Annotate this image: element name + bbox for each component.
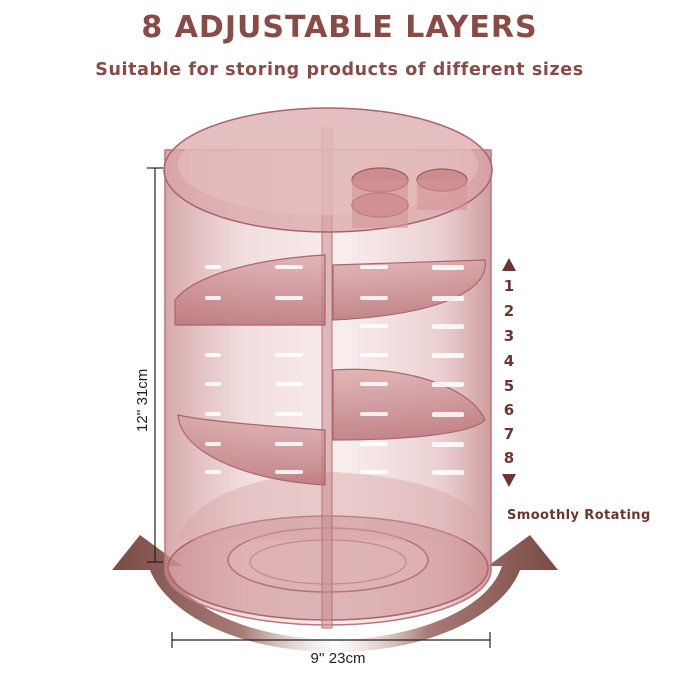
layer-number: 3: [504, 327, 514, 345]
rotation-arrow-right-icon: [340, 535, 558, 652]
layer-number: 1: [504, 277, 514, 295]
layer-number: 7: [504, 425, 514, 443]
height-label: 12'' 31cm: [134, 369, 151, 432]
arrow-down-icon: [502, 474, 516, 487]
layer-number: 5: [504, 377, 514, 395]
height-dimension: 12'' 31cm: [134, 167, 163, 563]
layer-number: 6: [504, 401, 514, 419]
layer-number: 8: [504, 449, 514, 467]
page-subtitle: Suitable for storing products of differe…: [95, 60, 584, 80]
width-label: 9'' 23cm: [311, 650, 366, 667]
arrow-up-icon: [502, 258, 516, 271]
rotation-label: Smoothly Rotating: [507, 508, 651, 523]
width-dimension: 9'' 23cm: [171, 632, 491, 667]
layer-index: 1 2 3 4 5 6 7 8: [502, 258, 516, 487]
layer-number: 2: [504, 302, 514, 320]
organizer-body: [163, 107, 493, 629]
page-title: 8 ADJUSTABLE LAYERS: [141, 10, 538, 45]
layer-number: 4: [504, 352, 514, 370]
